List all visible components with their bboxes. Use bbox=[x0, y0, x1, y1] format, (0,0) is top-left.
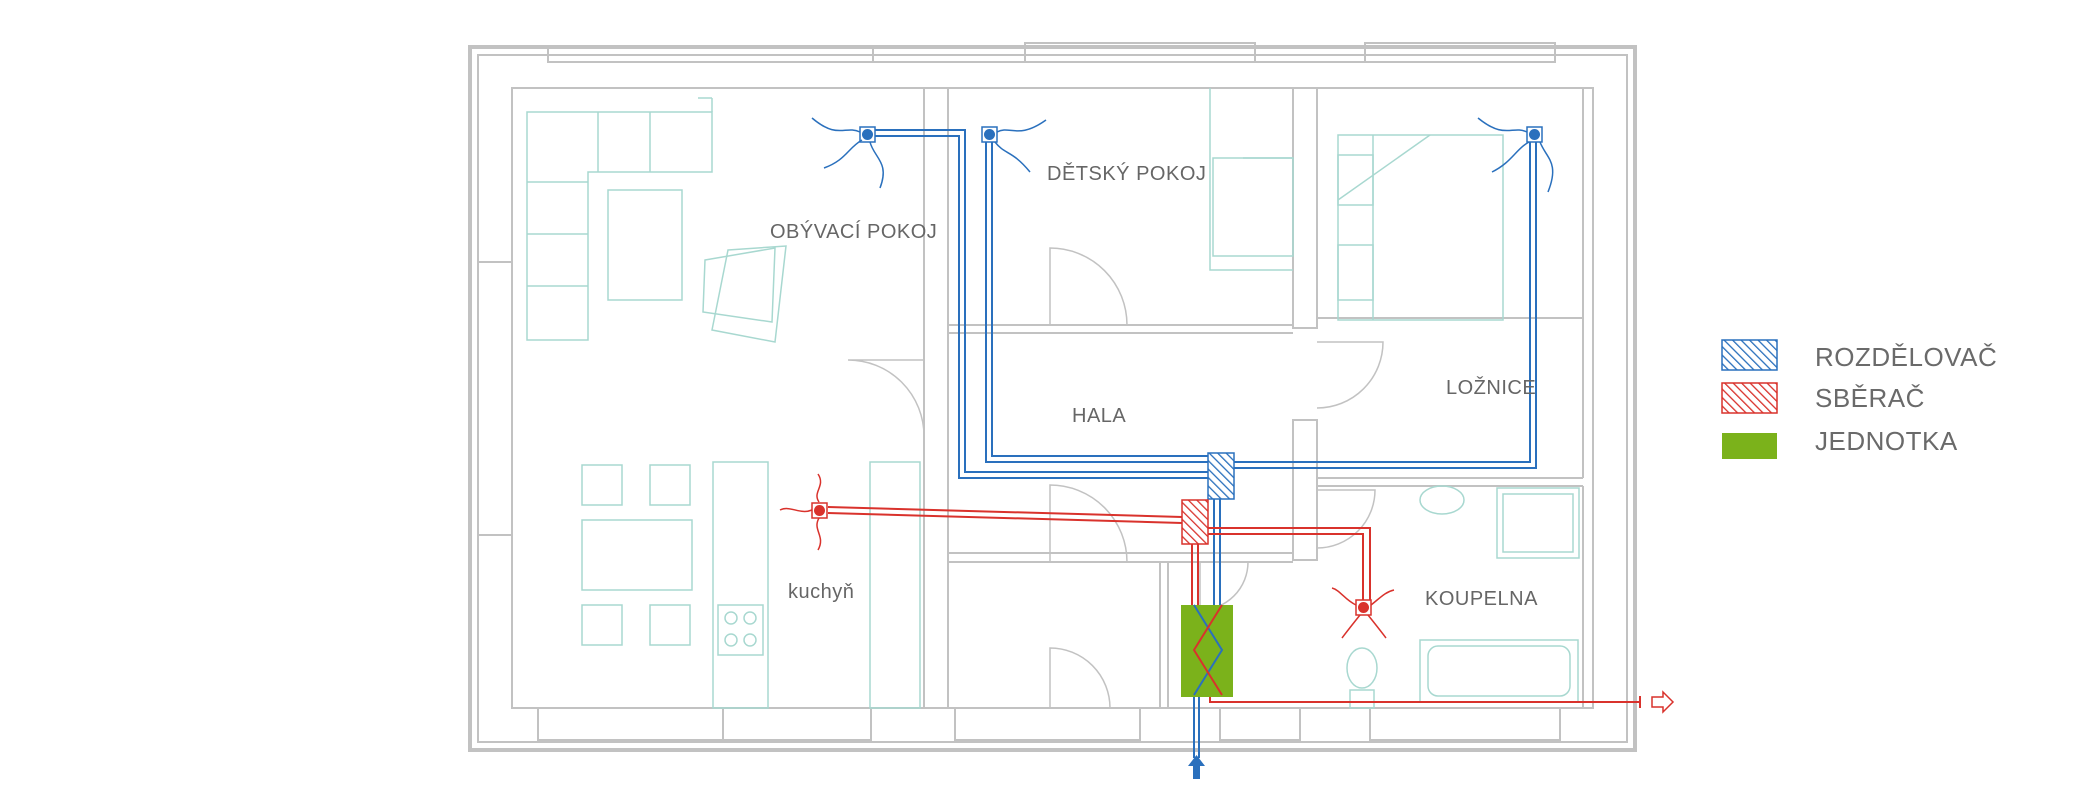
legend: ROZDĚLOVAČ SBĚRAČ JEDNOTKA bbox=[1721, 339, 1997, 459]
supply-diffuser-living bbox=[811, 117, 884, 189]
supply-diffuser-bedroom bbox=[1477, 117, 1554, 193]
doors bbox=[847, 247, 1384, 709]
furniture bbox=[526, 88, 1580, 709]
fresh-air-intake-arrow bbox=[1188, 755, 1205, 779]
room-label-kids: DĚTSKÝ POKOJ bbox=[1047, 162, 1206, 185]
room-label-hall: HALA bbox=[1072, 405, 1126, 427]
exhaust-outlet-arrow bbox=[1651, 690, 1675, 714]
extract-grille-kitchen bbox=[779, 473, 828, 551]
extract-grille-bathroom bbox=[1331, 587, 1395, 639]
room-label-bedroom: LOŽNICE bbox=[1446, 376, 1536, 399]
collector-manifold bbox=[1181, 499, 1209, 545]
legend-swatch-unit bbox=[1722, 433, 1777, 459]
room-label-living: OBÝVACÍ POKOJ bbox=[770, 220, 937, 243]
legend-swatch-collector bbox=[1721, 382, 1778, 414]
walls bbox=[468, 42, 1637, 752]
legend-label-unit: JEDNOTKA bbox=[1815, 426, 1958, 456]
supply-diffuser-kids bbox=[981, 119, 1047, 173]
legend-swatch-distributor bbox=[1721, 339, 1778, 371]
legend-label-distributor: ROZDĚLOVAČ bbox=[1815, 342, 1997, 372]
room-label-bathroom: KOUPELNA bbox=[1425, 588, 1538, 610]
legend-label-collector: SBĚRAČ bbox=[1815, 383, 1925, 413]
ventilation-unit bbox=[1181, 604, 1233, 697]
room-label-kitchen: kuchyň bbox=[788, 581, 854, 603]
distributor-manifold bbox=[1207, 452, 1235, 500]
